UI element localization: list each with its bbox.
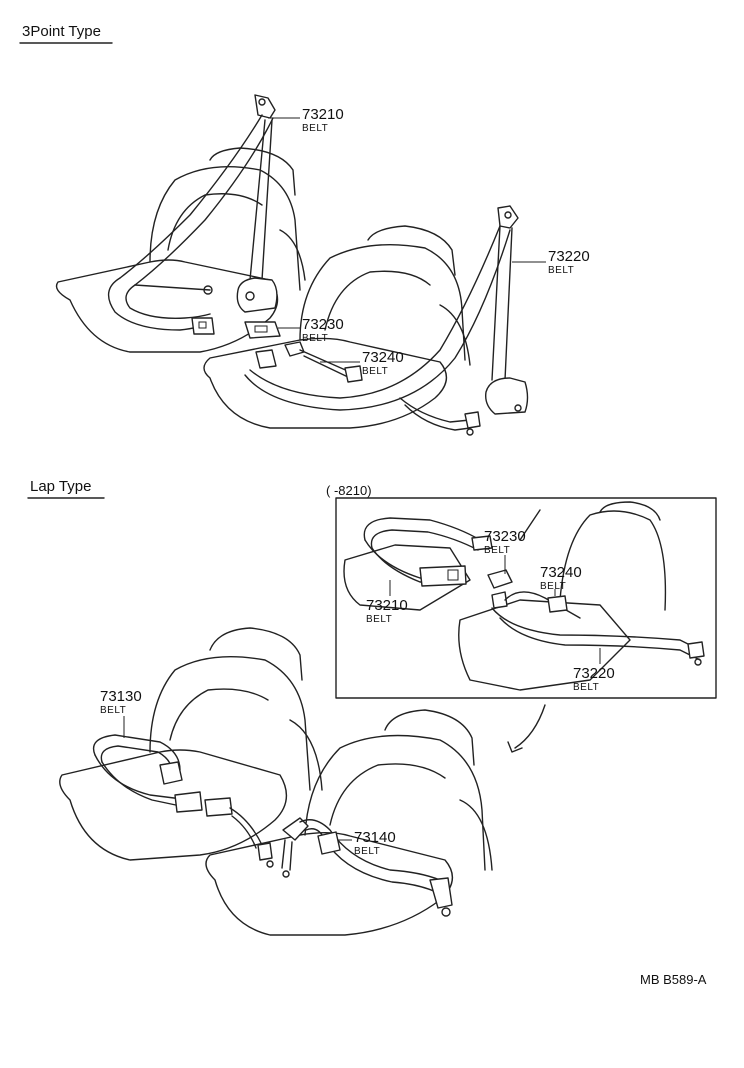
section-title-3point: 3Point Type [22, 23, 101, 40]
section-header-3point: 3Point Type [19, 23, 113, 44]
part-name-73230-inset: BELT [484, 545, 510, 556]
section-title-lap: Lap Type [30, 478, 91, 495]
part-name-73140: BELT [354, 846, 380, 857]
section-header-lap: Lap Type [27, 478, 105, 499]
part-name-73210-3point: BELT [302, 123, 328, 134]
part-number-73130: 73130 [100, 688, 142, 705]
buckle-73230-3point [244, 321, 281, 339]
seat-lap-right [205, 709, 493, 936]
part-number-73240-3point: 73240 [362, 349, 404, 366]
belt-73130 [92, 734, 274, 868]
part-name-73230-3point: BELT [302, 333, 328, 344]
part-name-73240-3point: BELT [362, 366, 388, 377]
callout-73230-3point: 73230 BELT [278, 316, 344, 344]
part-name-73220-inset: BELT [573, 682, 599, 693]
inset-box: ( -8210) [326, 483, 717, 699]
part-name-73240-inset: BELT [540, 581, 566, 592]
seat-lap-left [59, 627, 323, 861]
inset-range-label: ( -8210) [326, 483, 372, 498]
part-number-73140: 73140 [354, 829, 396, 846]
callout-73210-3point: 73210 BELT [268, 106, 344, 134]
part-number-73240-inset: 73240 [540, 564, 582, 581]
part-number-73230-3point: 73230 [302, 316, 344, 333]
callout-73240-inset: 73240 BELT [540, 564, 582, 596]
part-name-73220-3point: BELT [548, 265, 574, 276]
part-number-73210-inset: 73210 [366, 597, 408, 614]
part-name-73210-inset: BELT [366, 614, 392, 625]
callout-73140: 73140 BELT [338, 829, 396, 857]
seat-3point-right [203, 225, 471, 429]
callout-73210-inset: 73210 BELT [366, 580, 408, 625]
part-number-73220-inset: 73220 [573, 665, 615, 682]
callout-73220-3point: 73220 BELT [512, 248, 590, 276]
belt-73220-3point [244, 205, 529, 436]
arrow-icon [507, 704, 546, 753]
callout-73240-3point: 73240 BELT [320, 349, 404, 377]
part-number-73220-3point: 73220 [548, 248, 590, 265]
part-number-73230-inset: 73230 [484, 528, 526, 545]
callout-73220-inset: 73220 BELT [573, 648, 615, 693]
part-number-73210-3point: 73210 [302, 106, 344, 123]
callout-73230-inset: 73230 BELT [484, 528, 526, 574]
part-name-73130: BELT [100, 705, 126, 716]
belt-73140 [281, 817, 453, 917]
buckle-73240-3point [284, 341, 363, 383]
belt-73210-3point [107, 94, 278, 335]
callout-73130: 73130 BELT [100, 688, 142, 738]
diagram-code: MB B589-A [640, 972, 707, 987]
